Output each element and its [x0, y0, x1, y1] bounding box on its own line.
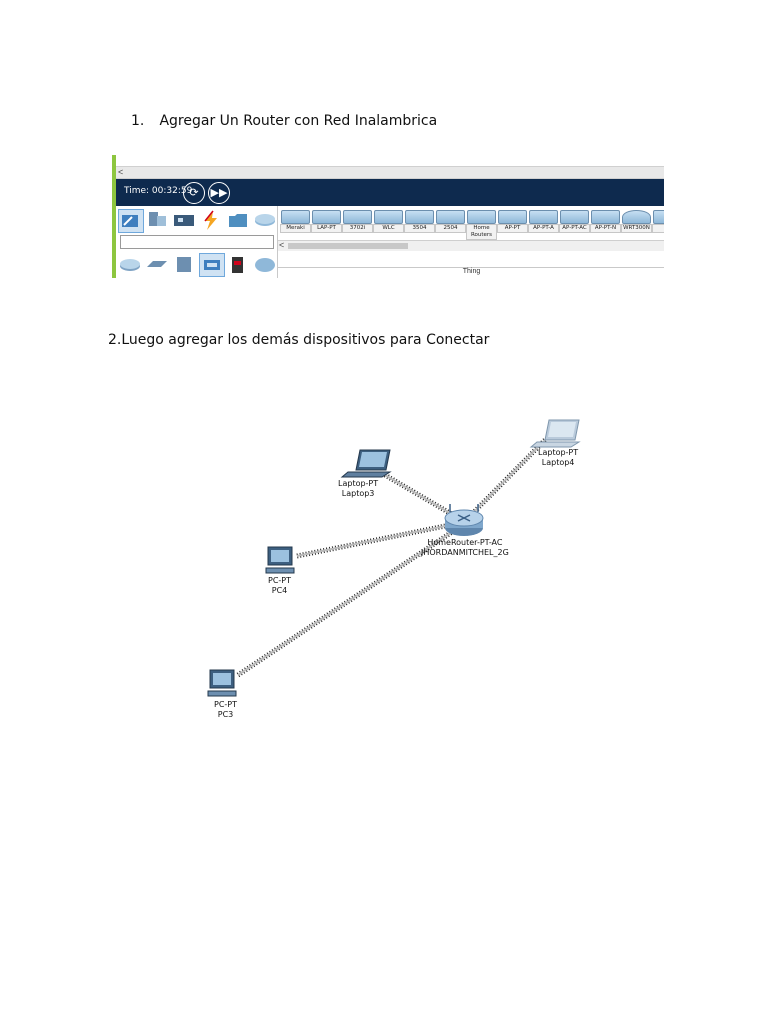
pc4-type: PC-PT [268, 576, 292, 585]
laptop4-type: Laptop-PT [538, 448, 579, 457]
packet-tracer-toolbar-screenshot: < Time: 00:32:59 ⟳ ▶▶ [112, 155, 664, 278]
laptop4-name: Laptop4 [541, 458, 575, 467]
device-label: Meraki [280, 224, 311, 233]
pc4-name: PC4 [271, 586, 288, 595]
device-item[interactable]: 3504 [404, 208, 435, 234]
device-item[interactable]: AP-PT-N [590, 208, 621, 234]
components-icon[interactable] [172, 209, 196, 231]
device-category-panel [116, 206, 276, 278]
pc3-type: PC-PT [214, 700, 238, 709]
home-router-icon [444, 504, 484, 536]
device-item[interactable]: WLC [373, 208, 404, 234]
topology-links [207, 419, 581, 697]
device-label: AP-PT-AC [559, 224, 590, 233]
top-scrollbar[interactable]: < [116, 166, 664, 179]
pc4-icon [265, 546, 295, 574]
device-search-field[interactable] [120, 235, 274, 249]
switches-icon[interactable] [145, 253, 169, 275]
routers-icon[interactable] [118, 253, 142, 275]
device-label: 3504 [404, 224, 435, 233]
step-2: 2.Luego agregar los demás dispositivos p… [108, 332, 490, 348]
miscellaneous-icon[interactable] [226, 209, 250, 231]
device-list-panel: Meraki LAP-PT 3702i WLC 3504 2504 Home R… [277, 206, 664, 278]
step-1: 1. Agregar Un Router con Red Inalambrica [131, 113, 437, 129]
laptop4-icon [529, 419, 581, 448]
end-devices-icon[interactable] [145, 209, 169, 231]
wireless-devices-icon[interactable] [199, 253, 225, 277]
pc3-label[interactable]: PC-PT PC3 [214, 700, 237, 720]
laptop3-name: Laptop3 [341, 489, 375, 498]
device-item[interactable]: Meraki [280, 208, 311, 234]
network-devices-icon[interactable] [118, 209, 144, 233]
device-item[interactable]: WRT300N [621, 208, 652, 234]
laptop3-label[interactable]: Laptop-PT Laptop3 [338, 479, 378, 499]
hubs-icon[interactable] [172, 253, 196, 275]
device-item[interactable]: AP-PT [497, 208, 528, 234]
device-item[interactable]: 2504 [435, 208, 466, 234]
device-item[interactable]: 3702i [342, 208, 373, 234]
device-item[interactable]: AP-PT-A [528, 208, 559, 234]
laptop3-icon [340, 449, 392, 478]
device-item[interactable]: AP-PT-AC [559, 208, 590, 234]
scroll-left-icon[interactable]: < [118, 167, 124, 177]
device-label: WRT300N [621, 224, 652, 233]
connections-icon[interactable] [199, 209, 223, 231]
reset-time-icon[interactable]: ⟳ [183, 182, 205, 204]
device-label: Co [652, 224, 664, 233]
device-item[interactable]: Home Routers [466, 208, 497, 240]
laptop4-label[interactable]: Laptop-PT Laptop4 [538, 448, 578, 468]
device-list-scrollbar[interactable]: < [278, 240, 664, 251]
network-topology-diagram: Laptop-PT Laptop3 Laptop-PT Laptop4 Home… [200, 410, 600, 730]
step-1-number: 1. [131, 113, 145, 129]
pc3-icon [207, 669, 237, 697]
pc4-label[interactable]: PC-PT PC4 [268, 576, 291, 596]
scroll-left-icon[interactable]: < [279, 240, 285, 250]
laptop3-type: Laptop-PT [338, 479, 379, 488]
device-label: WLC [373, 224, 404, 233]
device-description: Thing [278, 267, 664, 275]
device-label: AP-PT-N [590, 224, 621, 233]
scroll-thumb[interactable] [288, 243, 408, 249]
time-display: Time: 00:32:59 [124, 186, 193, 196]
device-label: LAP-PT [311, 224, 342, 233]
multiuser-icon[interactable] [253, 209, 277, 231]
device-label: 2504 [435, 224, 466, 233]
router-label[interactable]: HomeRouter-PT-AC JHORDANMITCHEL_2G [421, 538, 509, 558]
security-icon[interactable] [226, 253, 250, 275]
router-name: JHORDANMITCHEL_2G [421, 548, 509, 557]
device-label: Home Routers [466, 224, 497, 240]
pc3-name: PC3 [217, 710, 234, 719]
device-label: AP-PT [497, 224, 528, 233]
wan-emulation-icon[interactable] [253, 253, 277, 275]
router-type: HomeRouter-PT-AC [427, 538, 503, 547]
device-item[interactable]: Co [652, 208, 664, 234]
time-bar: Time: 00:32:59 ⟳ ▶▶ [116, 179, 664, 206]
step-1-text: Agregar Un Router con Red Inalambrica [159, 113, 438, 129]
fast-forward-icon[interactable]: ▶▶ [208, 182, 230, 204]
device-item[interactable]: LAP-PT [311, 208, 342, 234]
device-label: AP-PT-A [528, 224, 559, 233]
device-label: 3702i [342, 224, 373, 233]
accent-bar [112, 155, 116, 278]
